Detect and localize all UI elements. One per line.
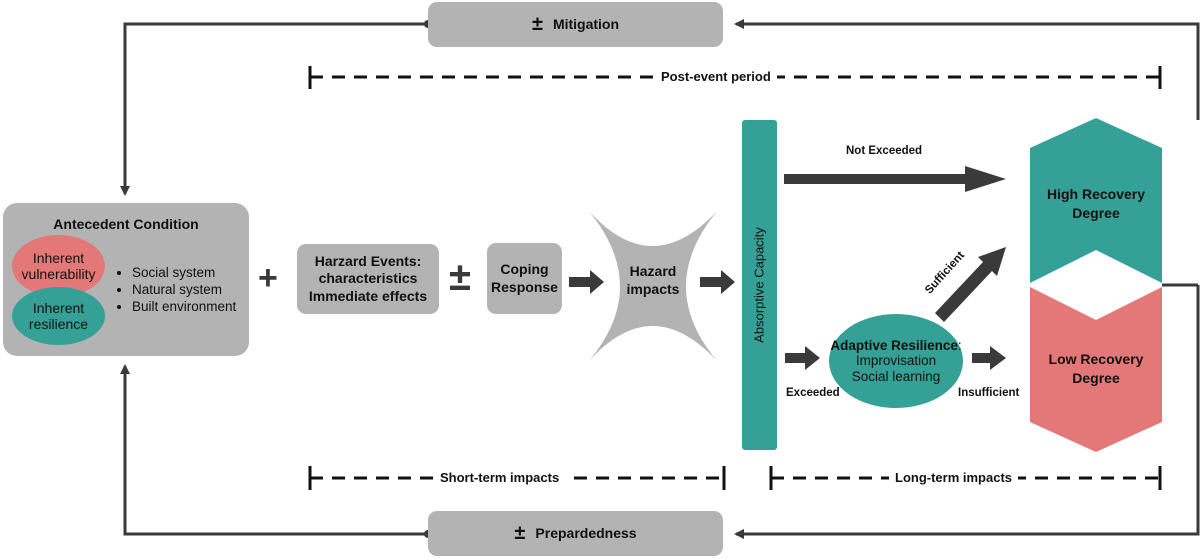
post-event-label: Post-event period [655,69,777,84]
adaptive-item-social-learning: Social learning [851,368,941,384]
high-recovery-label: High Recovery Degree [1030,185,1162,223]
insufficient-label: Insufficient [958,387,1020,399]
low-recovery-label: Low Recovery Degree [1030,350,1162,388]
absorptive-capacity-label: Absorptive Capacity [751,227,767,343]
adaptive-item-improvisation: Improvisation [855,353,937,369]
adaptive-resilience-oval: Adaptive Resilience: Improvisation Socia… [829,314,963,408]
preparedness-symbol: ± [514,522,526,544]
arrow-coping-to-impacts [569,270,604,294]
inherent-resilience-oval: Inherent resilience [12,287,105,345]
low-recovery-line1: Low Recovery [1048,351,1144,367]
inherent-vulnerability-oval: Inherent vulnerability [12,235,105,297]
high-recovery-line1: High Recovery [1046,186,1146,202]
arrow-sufficient [935,247,1006,322]
antecedent-title: Antecedent Condition [53,216,199,232]
long-term-label: Long-term impacts [889,470,1019,485]
coping-response-box: Coping Response [487,243,562,314]
hazard-impacts-text: Hazard impacts [612,262,694,298]
short-term-label: Short-term impacts [434,470,566,485]
plus-minus-symbol: ± [449,255,471,299]
mitigation-loop-right [734,19,1200,120]
arrow-exceeded [785,346,820,370]
coping-line1: Coping [500,261,549,277]
high-recovery-hexagon [1030,118,1162,283]
hazard-events-line1: Harzard Events: [314,252,422,269]
adaptive-title-suffix: : [957,337,962,353]
low-recovery-line2: Degree [1072,370,1120,386]
exceeded-label: Exceeded [786,387,840,399]
hazard-events-line2: characteristics [318,270,418,287]
list-item: Built environment [132,298,236,315]
systems-list: Social system Natural system Built envir… [115,264,236,315]
arrow-insufficient [972,346,1006,370]
hazard-impacts-shape [588,210,718,362]
high-recovery-line2: Degree [1072,205,1120,221]
absorptive-capacity-bar [742,120,777,450]
list-item: Social system [132,264,236,281]
hazard-events-line3: Immediate effects [308,287,428,304]
mitigation-box: ± Mitigation [428,2,723,47]
mitigation-label: Mitigation [552,15,620,32]
mitigation-symbol: ± [531,13,543,35]
antecedent-condition-box: Antecedent Condition Inherent vulnerabil… [3,203,249,356]
adaptive-title: Adaptive Resilience [830,337,958,353]
hazard-impacts-line2: impacts [626,281,680,297]
inherent-vulnerability-text: Inherent vulnerability [21,249,96,282]
not-exceeded-label: Not Exceeded [846,145,923,157]
hazard-events-box: Harzard Events: characteristics Immediat… [297,244,439,314]
hazard-impacts-line1: Hazard [629,263,677,279]
preparedness-loop-left [120,364,428,536]
plus-symbol: + [258,259,278,297]
mitigation-loop-left [120,22,428,196]
arrow-not-exceeded [784,166,1006,192]
low-recovery-hexagon [1030,287,1162,452]
inherent-resilience-text: Inherent resilience [28,299,89,332]
arrow-impacts-to-absorptive [700,270,735,294]
adaptive-title-row: Adaptive Resilience: [830,338,961,354]
list-item: Natural system [132,281,236,298]
preparedness-box: ± Prepardedness [428,511,723,556]
preparedness-label: Prepardedness [535,524,637,541]
coping-line2: Response [491,278,558,295]
preparedness-loop-right [734,285,1200,539]
